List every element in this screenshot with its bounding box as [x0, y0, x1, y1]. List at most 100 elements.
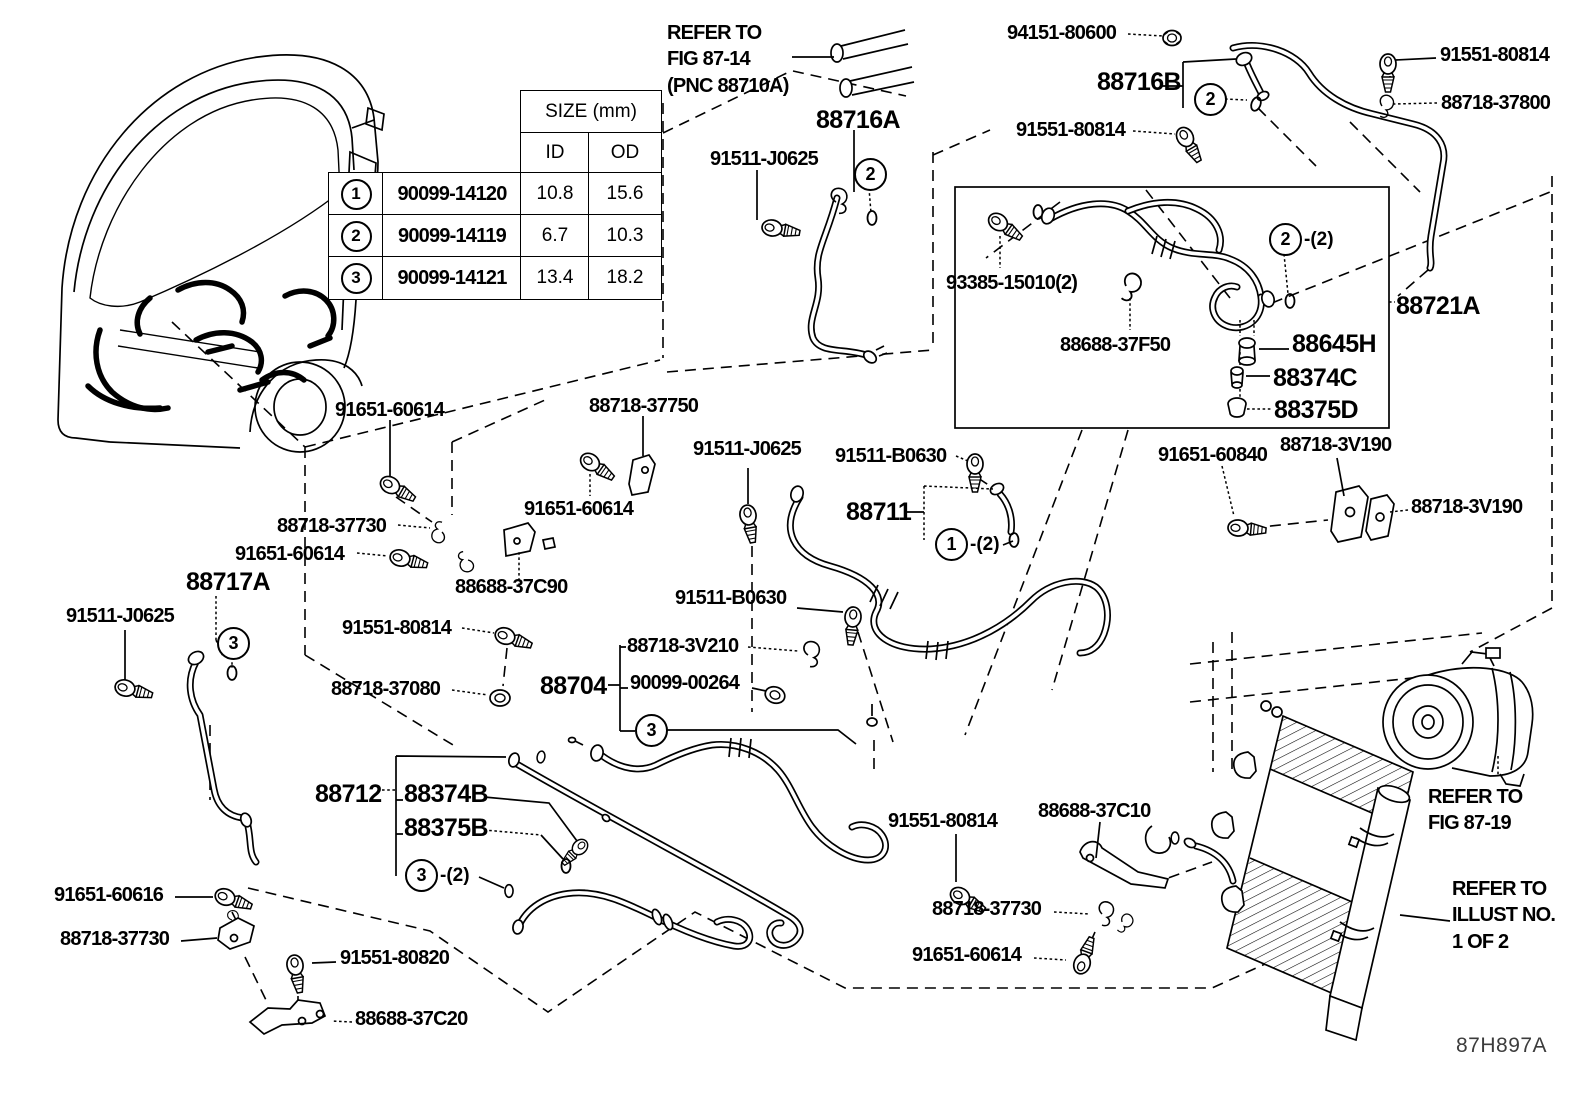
callout-2[interactable]: 2: [854, 158, 887, 191]
part-label-91511b0630[interactable]: 91511-B0630: [835, 445, 947, 467]
part-label-887183v210[interactable]: 88718-3V210: [627, 635, 739, 657]
part-label-8868837c90[interactable]: 88688-37C90: [455, 576, 568, 598]
part-label-88716a[interactable]: 88716A: [816, 106, 901, 134]
callout-1[interactable]: 1-(2): [935, 528, 1000, 561]
size-row-part: 90099-14120: [382, 172, 522, 216]
part-label-887183v190[interactable]: 88718-3V190: [1280, 434, 1392, 456]
part-label-8871837730[interactable]: 88718-37730: [60, 928, 170, 950]
note-refer-fig-87-14: REFER TO FIG 87-14 (PNC 88710A): [667, 22, 789, 97]
part-label-9165160614[interactable]: 91651-60614: [235, 543, 345, 565]
size-row-part: 90099-14119: [382, 214, 522, 258]
part-label-887183v190[interactable]: 88718-3V190: [1411, 496, 1523, 518]
part-label-91511b0630[interactable]: 91511-B0630: [675, 587, 787, 609]
callout-suffix: -(2): [1304, 228, 1334, 250]
callout-2[interactable]: 2: [1194, 83, 1227, 116]
callout-3[interactable]: 3: [635, 714, 668, 747]
note-refer-illust: REFER TO ILLUST NO. 1 OF 2: [1452, 878, 1556, 953]
callout-circle-3: 3: [217, 627, 250, 660]
part-label-9165160614[interactable]: 91651-60614: [335, 399, 445, 421]
hose-88711-drawing: [737, 453, 1111, 661]
callout-suffix: -(2): [440, 864, 470, 886]
callout-circle-3: 3: [405, 859, 438, 892]
part-label-8871837730[interactable]: 88718-37730: [277, 515, 387, 537]
callout-circle-2: 2: [1194, 83, 1227, 116]
size-table-col-id: ID: [520, 132, 590, 174]
callout-3[interactable]: 3: [217, 627, 250, 660]
callout-circle-2: 2: [854, 158, 887, 191]
part-label-8868837c20[interactable]: 88688-37C20: [355, 1008, 468, 1030]
part-label-88721a[interactable]: 88721A: [1396, 292, 1481, 320]
part-label-87h897a[interactable]: 87H897A: [1456, 1034, 1548, 1057]
part-label-88375d[interactable]: 88375D: [1274, 396, 1359, 424]
part-label-88716b[interactable]: 88716B: [1097, 68, 1182, 96]
part-label-88712[interactable]: 88712: [315, 780, 382, 808]
part-label-91511j0625[interactable]: 91511-J0625: [710, 148, 819, 170]
size-table-title: SIZE (mm): [520, 90, 662, 134]
part-label-91511j0625[interactable]: 91511-J0625: [66, 605, 175, 627]
part-label-88374b[interactable]: 88374B: [404, 780, 489, 808]
part-label-9165160616[interactable]: 91651-60616: [54, 884, 164, 906]
part-label-8871837750[interactable]: 88718-37750: [589, 395, 699, 417]
note-refer-fig-87-19: REFER TO FIG 87-19: [1428, 786, 1523, 835]
pipe-88717A-drawing: [112, 624, 535, 866]
part-label-91511j0625[interactable]: 91511-J0625: [693, 438, 802, 460]
size-row-ref-cell: 1: [328, 172, 384, 216]
size-row-id: 6.7: [520, 214, 590, 258]
part-label-8871837800[interactable]: 88718-37800: [1441, 92, 1551, 114]
size-row-ref-cell: 3: [328, 256, 384, 300]
part-label-8868837f50[interactable]: 88688-37F50: [1060, 334, 1171, 356]
part-label-9155180814[interactable]: 91551-80814: [342, 617, 452, 639]
size-row-ref-3: 3: [340, 262, 372, 294]
part-label-9155180820[interactable]: 91551-80820: [340, 947, 450, 969]
right-clamps-drawing: [1226, 485, 1395, 543]
callout-circle-3: 3: [635, 714, 668, 747]
callout-3[interactable]: 3-(2): [405, 859, 470, 892]
callout-circle-2: 2: [1269, 223, 1302, 256]
callout-circle-1: 1: [935, 528, 968, 561]
size-row-ref-2: 2: [340, 220, 372, 252]
pipe-88716A-drawing: [759, 29, 915, 364]
detail-box-88721A: [954, 186, 1390, 429]
part-label-9165160614[interactable]: 91651-60614: [524, 498, 634, 520]
part-label-9155180814[interactable]: 91551-80814: [1440, 44, 1550, 66]
pipes-88712-drawing: [504, 749, 804, 950]
part-label-9165160614[interactable]: 91651-60614: [912, 944, 1022, 966]
part-label-8871837730[interactable]: 88718-37730: [932, 898, 1042, 920]
part-label-88374c[interactable]: 88374C: [1273, 364, 1358, 392]
part-label-8868837c10[interactable]: 88688-37C10: [1038, 800, 1151, 822]
size-row-id: 13.4: [520, 256, 590, 300]
part-label-8871837080[interactable]: 88718-37080: [331, 678, 441, 700]
part-label-88645h[interactable]: 88645H: [1292, 330, 1377, 358]
part-label-88704[interactable]: 88704: [540, 672, 607, 700]
bottom-left-brackets-drawing: [212, 885, 327, 1036]
construction-dashed-lines: [171, 70, 1553, 1013]
part-label-9155180814[interactable]: 91551-80814: [888, 810, 998, 832]
part-label-9415180600[interactable]: 94151-80600: [1007, 22, 1117, 44]
part-label-88711[interactable]: 88711: [846, 498, 912, 526]
size-row-part: 90099-14121: [382, 256, 522, 300]
size-row-od: 15.6: [588, 172, 662, 216]
part-label-9155180814[interactable]: 91551-80814: [1016, 119, 1126, 141]
part-label-9165160840[interactable]: 91651-60840: [1158, 444, 1268, 466]
truck-cab-drawing: [57, 54, 385, 453]
pipe-88716B-drawing: [1162, 29, 1448, 272]
callout-2[interactable]: 2-(2): [1269, 223, 1334, 256]
condenser-drawing: [1144, 700, 1414, 1042]
callout-suffix: -(2): [970, 533, 1000, 555]
bottom-right-brackets-drawing: [946, 840, 1170, 977]
size-table-col-od: OD: [588, 132, 662, 174]
size-row-od: 18.2: [588, 256, 662, 300]
part-label-9009900264[interactable]: 90099-00264: [630, 672, 740, 694]
part-label-88375b[interactable]: 88375B: [404, 814, 489, 842]
hose-88704-drawing: [567, 639, 889, 864]
leader-lines: [124, 33, 1499, 1023]
mid-left-brackets-drawing: [376, 448, 656, 576]
part-label-93385150102[interactable]: 93385-15010(2): [946, 272, 1078, 294]
part-label-88717a[interactable]: 88717A: [186, 568, 271, 596]
